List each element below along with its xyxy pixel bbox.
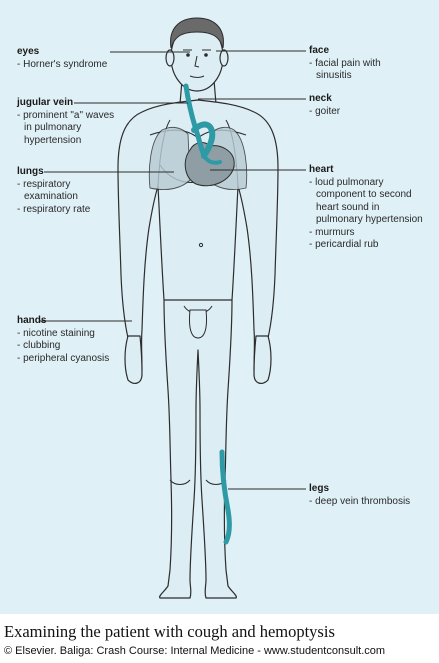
label-hands-item: - peripheral cyanosis	[17, 352, 110, 364]
label-legs-item: - deep vein thrombosis	[309, 495, 411, 507]
label-lungs-item: - respiratory rate	[17, 203, 91, 215]
left-hand-shape	[124, 335, 143, 384]
label-jugular-title: jugular vein	[17, 97, 74, 108]
label-eyes-title: eyes	[17, 46, 40, 57]
label-heart-item: - murmurs	[309, 226, 355, 238]
heart-organ	[184, 142, 235, 187]
hair-shape	[170, 17, 224, 49]
label-lungs: lungs - respiratory examination - respir…	[17, 166, 90, 216]
label-hands-item: - nicotine staining	[17, 327, 95, 339]
label-eyes: eyes - Horner's syndrome	[17, 46, 107, 71]
label-face-title: face	[309, 45, 330, 56]
label-heart-title: heart	[309, 164, 334, 175]
jugular-vessel	[183, 83, 207, 159]
copyright-credit: © Elsevier. Baliga: Crash Course: Intern…	[4, 645, 386, 657]
label-heart-item: - pericardial rub	[309, 239, 379, 250]
label-jugular-item: - prominent "a" waves	[17, 109, 115, 121]
label-legs-title: legs	[309, 483, 330, 494]
label-eyes-item: - Horner's syndrome	[17, 58, 108, 70]
label-jugular-item: hypertension	[24, 134, 82, 146]
label-lungs-item: - respiratory	[17, 178, 71, 190]
label-heart-item: pulmonary hypertension	[316, 214, 423, 225]
label-face-item: sinusitis	[316, 70, 352, 81]
leg-vein	[219, 449, 232, 545]
label-jugular-vein: jugular vein - prominent "a" waves in pu…	[17, 97, 114, 147]
label-jugular-item: in pulmonary	[24, 122, 82, 133]
figure-caption: Examining the patient with cough and hem…	[4, 622, 335, 641]
right-hand-shape	[253, 335, 272, 384]
legs-shape	[159, 299, 237, 599]
label-legs: legs - deep vein thrombosis	[309, 483, 410, 508]
label-heart-item: component to second	[316, 189, 412, 200]
label-heart: heart - loud pulmonary component to seco…	[309, 164, 423, 252]
label-heart-item: - loud pulmonary	[309, 176, 384, 188]
lung-left	[148, 126, 191, 191]
label-face: face - facial pain with sinusitis	[309, 45, 381, 83]
label-hands: hands - nicotine staining - clubbing - p…	[17, 315, 109, 365]
label-neck-title: neck	[309, 93, 332, 104]
label-neck-item: - goiter	[309, 105, 341, 117]
label-lungs-title: lungs	[17, 166, 44, 177]
label-lungs-item: examination	[24, 191, 78, 202]
label-neck: neck - goiter	[309, 93, 340, 118]
label-hands-title: hands	[17, 315, 47, 326]
label-heart-item: heart sound in	[316, 201, 380, 213]
label-face-item: - facial pain with	[309, 57, 381, 69]
label-hands-item: - clubbing	[17, 340, 61, 351]
body-illustration	[40, 17, 306, 599]
figure-panel: eyes - Horner's syndrome jugular vein - …	[0, 0, 439, 614]
